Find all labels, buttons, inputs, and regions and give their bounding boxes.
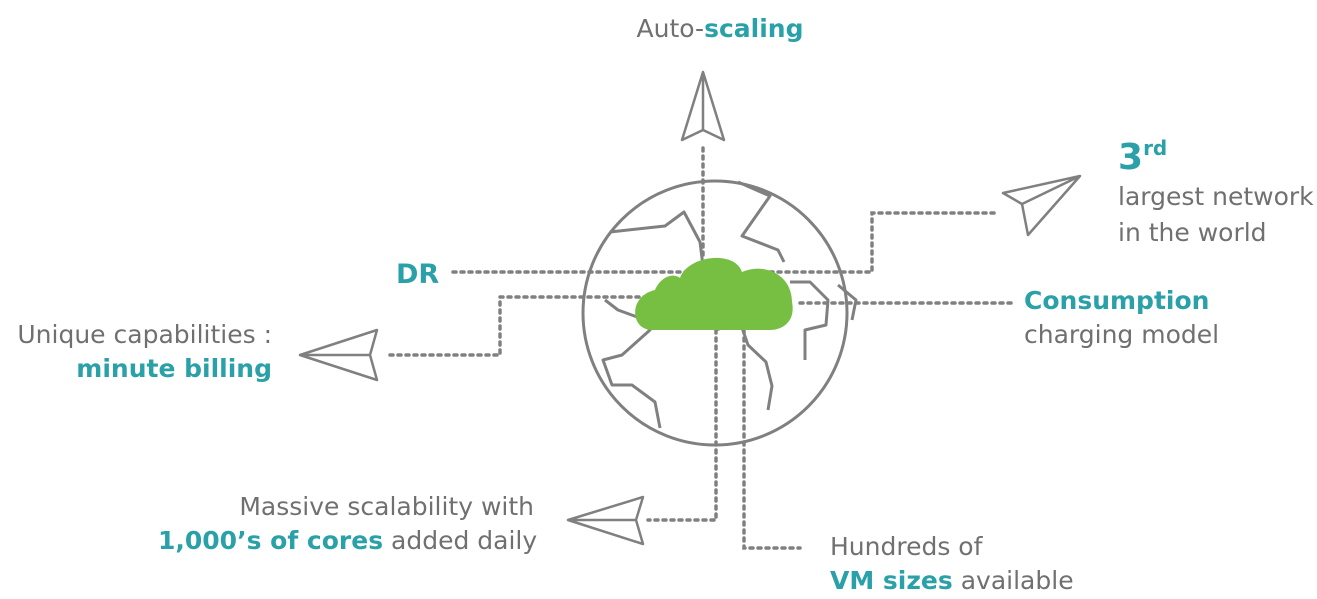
connector-hundreds (742, 328, 802, 550)
unique-capabilities-label: Unique capabilities : minute billing (6, 318, 272, 386)
plane-right (1001, 174, 1082, 237)
connector-unique (383, 295, 657, 357)
auto-scaling-highlight: scaling (704, 14, 804, 43)
consumption-line2: charging model (1024, 320, 1220, 349)
plane-left (298, 328, 379, 382)
plane-top (680, 70, 726, 142)
consumption-label: Consumption charging model (1024, 284, 1219, 352)
globe-continent-east (837, 283, 858, 321)
globe-continent-northeast (737, 180, 786, 263)
massive-scalability-label: Massive scalability with 1,000’s of core… (158, 490, 538, 558)
vm-sizes-label: Hundreds of VM sizes available (830, 530, 1074, 598)
connector-massive (646, 328, 718, 522)
paper-plane-icon (298, 70, 1082, 546)
cloud-icon (635, 257, 793, 330)
cores-suffix: added daily (383, 526, 538, 555)
connector-third (768, 211, 1000, 274)
consumption-highlight: Consumption (1024, 286, 1210, 315)
vm-sizes-highlight: VM sizes (830, 566, 953, 595)
minute-billing-highlight: minute billing (76, 354, 272, 383)
cores-highlight: 1,000’s of cores (158, 526, 384, 555)
plane-bottom-left (566, 495, 645, 546)
massive-scalability-line1: Massive scalability with (239, 492, 534, 521)
unique-capabilities-line1: Unique capabilities : (17, 320, 272, 349)
globe-continent-island (790, 280, 830, 360)
dr-highlight: DR (396, 259, 440, 290)
vm-sizes-suffix: available (952, 566, 1074, 595)
dr-label: DR (396, 258, 439, 292)
globe-continent-west (601, 298, 662, 429)
third-number: 3 (1118, 137, 1144, 178)
largest-network-line2: in the world (1118, 218, 1267, 247)
largest-network-label: 3rd largest network in the world (1118, 137, 1314, 251)
connectors (383, 146, 1014, 550)
largest-network-line1: largest network (1118, 182, 1314, 211)
vm-sizes-line1: Hundreds of (830, 532, 983, 561)
auto-scaling-prefix: Auto- (636, 14, 705, 43)
globe-continent-north (609, 210, 705, 267)
third-suffix: rd (1143, 136, 1168, 160)
auto-scaling-label: Auto-scaling (580, 12, 860, 46)
